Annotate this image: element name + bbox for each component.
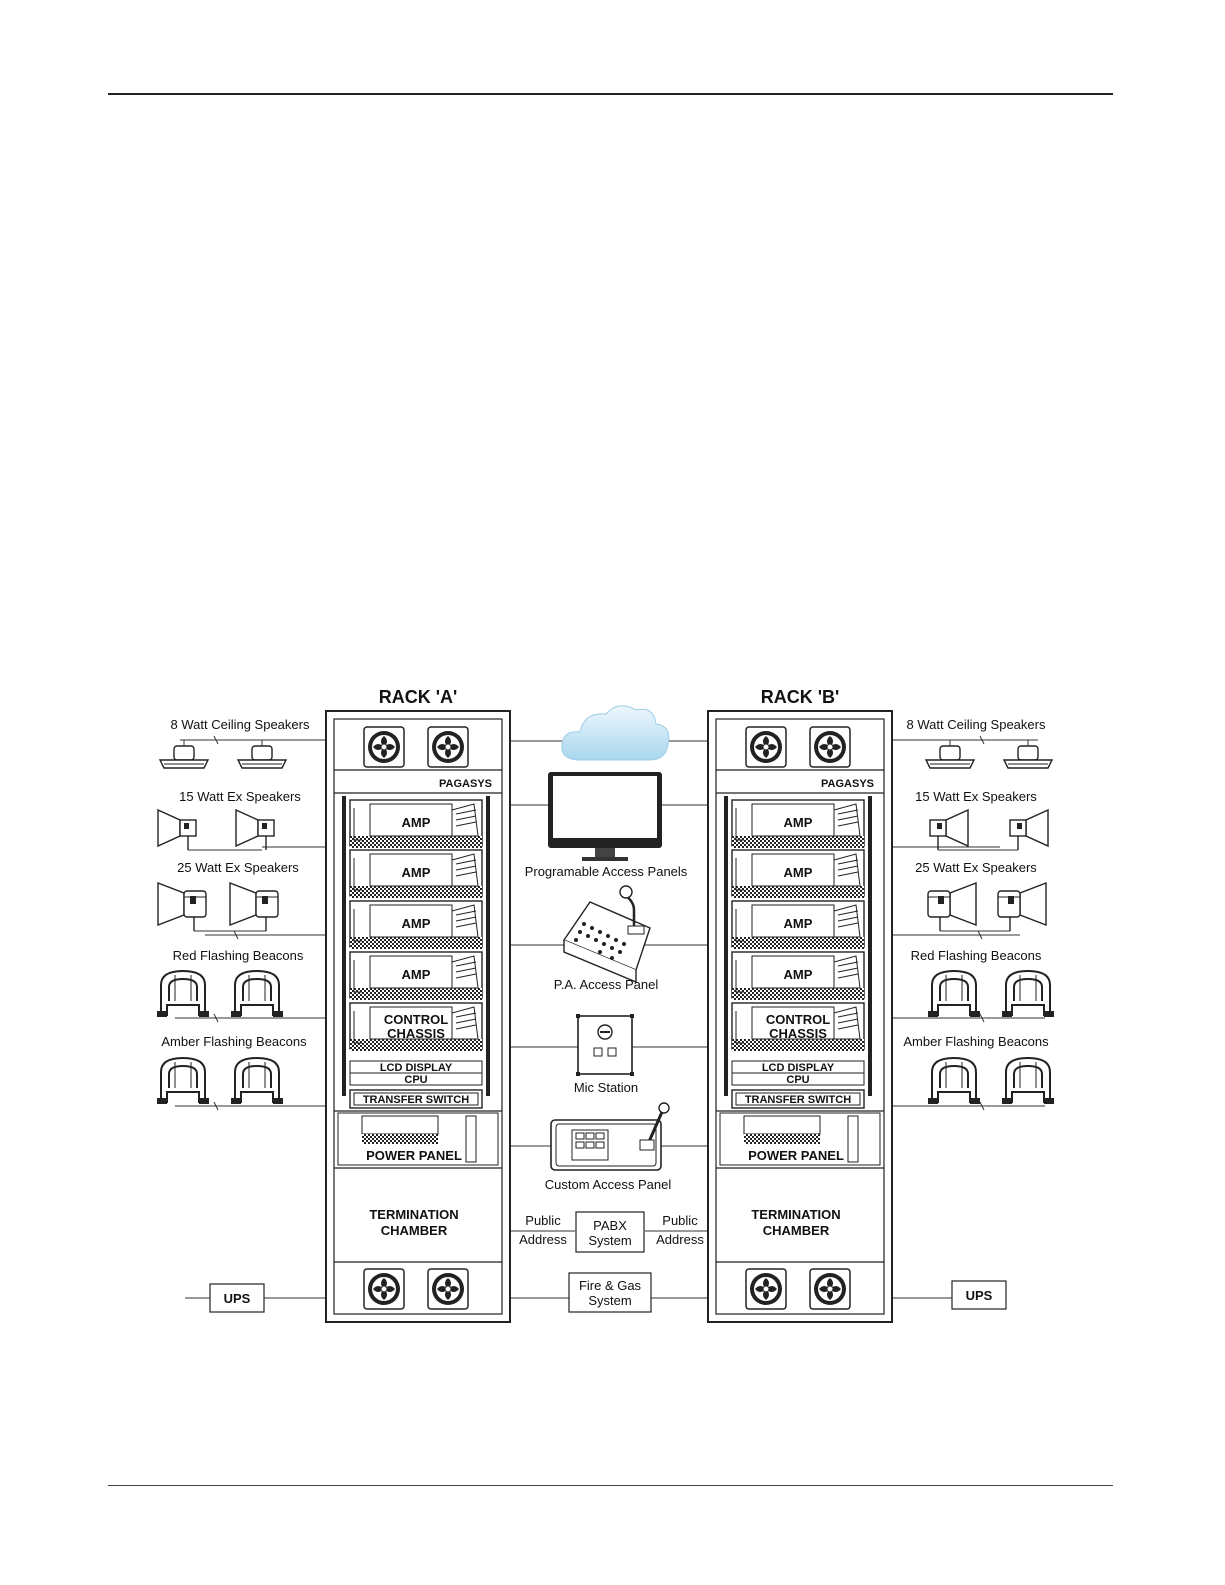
ups-box — [951, 1280, 1007, 1310]
horn-speaker-icon — [229, 882, 279, 932]
beacon-icon — [156, 970, 210, 1018]
left-field-devices: 8 Watt Ceiling Speakers 15 Watt Ex Speak… — [156, 717, 310, 1313]
fan-icon — [745, 1268, 787, 1310]
control-chassis-label: CHASSIS — [387, 1026, 445, 1041]
pabx-label: System — [588, 1233, 631, 1248]
brand-label: PAGASYS — [821, 778, 874, 790]
amp-label: AMP — [402, 865, 431, 880]
termination-chamber-label: TERMINATION — [751, 1207, 840, 1222]
fire-gas-label: Fire & Gas — [579, 1278, 642, 1293]
horn-speaker-icon — [997, 882, 1047, 932]
brand-label: PAGASYS — [439, 778, 492, 790]
horn-speaker-icon — [157, 809, 197, 851]
rack-title: RACK 'B' — [761, 687, 840, 707]
public-address-label: Address — [519, 1232, 567, 1247]
device-label: 25 Watt Ex Speakers — [177, 860, 299, 875]
public-address-label: Address — [656, 1232, 704, 1247]
amp-label: AMP — [784, 967, 813, 982]
custom-access-panel-label: Custom Access Panel — [545, 1177, 672, 1192]
rack-a: RACK 'A' PAGASYS AMP AMP AMP AMP CONTROL… — [325, 687, 511, 1323]
mic-station-icon — [576, 1014, 634, 1076]
beacon-icon — [927, 1057, 981, 1105]
pabx-box — [575, 1211, 645, 1253]
rack-b: RACK 'B' PAGASYS AMP AMP AMP AMP CONTROL… — [707, 687, 893, 1323]
ups-box — [209, 1283, 265, 1313]
pabx-label: PABX — [593, 1218, 627, 1233]
power-panel-label: POWER PANEL — [748, 1148, 844, 1163]
monitor-icon — [548, 772, 662, 861]
beacon-icon — [1001, 1057, 1055, 1105]
monitor-label: Programable Access Panels — [525, 864, 688, 879]
device-label: 8 Watt Ceiling Speakers — [171, 717, 310, 732]
ups-label: UPS — [224, 1291, 251, 1306]
horn-speaker-icon — [1009, 809, 1049, 851]
ceiling-speaker-icon — [925, 745, 975, 769]
public-address-label: Public — [525, 1213, 561, 1228]
fan-icon — [427, 1268, 469, 1310]
rack-title: RACK 'A' — [379, 687, 458, 707]
horn-speaker-icon — [929, 809, 969, 851]
termination-chamber-label: TERMINATION — [369, 1207, 458, 1222]
mic-station-label: Mic Station — [574, 1080, 638, 1095]
device-label: 15 Watt Ex Speakers — [915, 789, 1037, 804]
amp-label: AMP — [402, 967, 431, 982]
beacon-icon — [156, 1057, 210, 1105]
top-rule — [108, 93, 1113, 95]
control-chassis-label: CHASSIS — [769, 1026, 827, 1041]
horn-speaker-icon — [157, 882, 207, 932]
ceiling-speaker-icon — [159, 745, 209, 769]
amp-label: AMP — [402, 815, 431, 830]
device-label: 15 Watt Ex Speakers — [179, 789, 301, 804]
right-field-devices: 8 Watt Ceiling Speakers 15 Watt Ex Speak… — [903, 717, 1055, 1310]
transfer-switch-label: TRANSFER SWITCH — [363, 1094, 469, 1106]
beacon-icon — [927, 970, 981, 1018]
fan-icon — [809, 726, 851, 768]
fan-icon — [745, 726, 787, 768]
device-label: Red Flashing Beacons — [911, 948, 1042, 963]
wiring — [175, 735, 1045, 1299]
termination-chamber-label: CHAMBER — [763, 1223, 830, 1238]
cpu-label: CPU — [404, 1074, 427, 1086]
lcd-display-label: LCD DISPLAY — [380, 1062, 453, 1074]
ups-label: UPS — [966, 1288, 993, 1303]
cpu-label: CPU — [786, 1074, 809, 1086]
fan-icon — [363, 1268, 405, 1310]
device-label: Amber Flashing Beacons — [903, 1034, 1049, 1049]
fire-gas-label: System — [588, 1293, 631, 1308]
custom-access-panel-icon — [550, 1102, 670, 1171]
device-label: Amber Flashing Beacons — [161, 1034, 307, 1049]
amp-label: AMP — [784, 815, 813, 830]
device-label: 25 Watt Ex Speakers — [915, 860, 1037, 875]
center-components: Programable Access Panels P.A. Access Pa… — [519, 705, 704, 1313]
amp-label: AMP — [784, 916, 813, 931]
cloud-icon — [561, 705, 670, 761]
horn-speaker-icon — [927, 882, 977, 932]
ceiling-speaker-icon — [1003, 745, 1053, 769]
bottom-rule — [108, 1485, 1113, 1486]
amp-label: AMP — [402, 916, 431, 931]
lcd-display-label: LCD DISPLAY — [762, 1062, 835, 1074]
fan-icon — [363, 726, 405, 768]
termination-chamber-label: CHAMBER — [381, 1223, 448, 1238]
horn-speaker-icon — [235, 809, 275, 851]
beacon-icon — [230, 970, 284, 1018]
ceiling-speaker-icon — [237, 745, 287, 769]
device-label: Red Flashing Beacons — [173, 948, 304, 963]
power-panel-label: POWER PANEL — [366, 1148, 462, 1163]
public-address-label: Public — [662, 1213, 698, 1228]
device-label: 8 Watt Ceiling Speakers — [907, 717, 1046, 732]
pa-access-panel-icon — [562, 885, 651, 984]
fan-icon — [427, 726, 469, 768]
pa-access-panel-label: P.A. Access Panel — [554, 977, 659, 992]
control-chassis-label: CONTROL — [766, 1012, 830, 1027]
fan-icon — [809, 1268, 851, 1310]
beacon-icon — [230, 1057, 284, 1105]
transfer-switch-label: TRANSFER SWITCH — [745, 1094, 851, 1106]
fire-gas-box — [568, 1272, 652, 1313]
amp-label: AMP — [784, 865, 813, 880]
control-chassis-label: CONTROL — [384, 1012, 448, 1027]
beacon-icon — [1001, 970, 1055, 1018]
